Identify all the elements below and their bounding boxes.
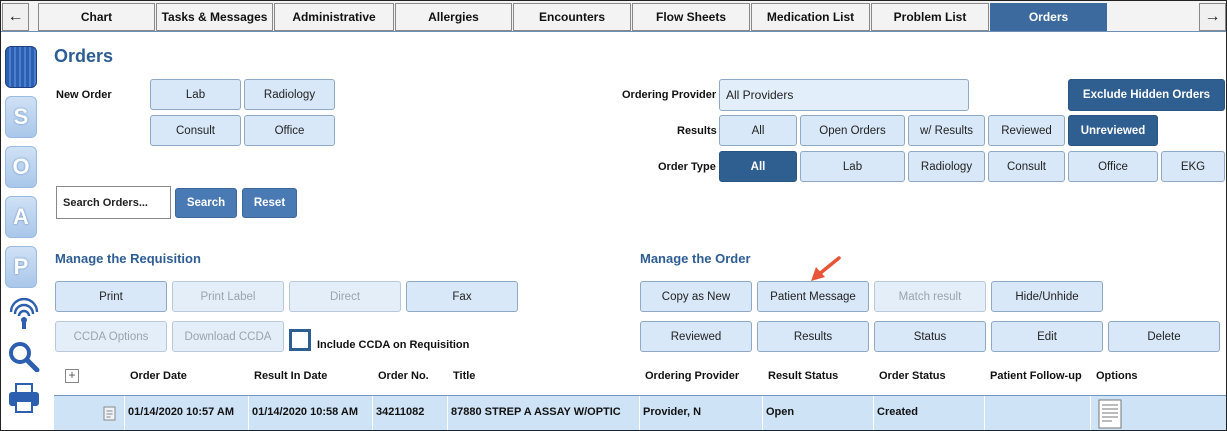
order-type-lab-button[interactable]: Lab xyxy=(800,151,905,182)
tab-tasks-messages[interactable]: Tasks & Messages xyxy=(156,3,273,31)
results-button[interactable]: Results xyxy=(757,321,869,352)
ordering-provider-select[interactable]: All Providers xyxy=(719,79,969,111)
results-filter-label: Results xyxy=(677,125,717,137)
new-order-radiology-button[interactable]: Radiology xyxy=(244,79,335,110)
title-cell: 87880 STREP A ASSAY W/OPTIC xyxy=(451,406,621,418)
column-header-title[interactable]: Title xyxy=(453,370,476,382)
hide-unhide-button[interactable]: Hide/Unhide xyxy=(991,281,1103,312)
soap-a-button[interactable]: A xyxy=(5,196,37,238)
tab-medication-list[interactable]: Medication List xyxy=(751,3,870,31)
copy-as-new-button[interactable]: Copy as New xyxy=(640,281,752,312)
column-header-result-status[interactable]: Result Status xyxy=(768,370,839,382)
stethoscope-icon[interactable] xyxy=(7,298,41,330)
page-title: Orders xyxy=(54,46,114,66)
order-type-filter-label: Order Type xyxy=(658,161,716,173)
status-button[interactable]: Status xyxy=(874,321,986,352)
new-order-label: New Order xyxy=(56,89,112,101)
new-order-office-button[interactable]: Office xyxy=(244,115,335,146)
order-type-radiology-button[interactable]: Radiology xyxy=(908,151,985,182)
order-type-office-button[interactable]: Office xyxy=(1068,151,1158,182)
delete-button[interactable]: Delete xyxy=(1108,321,1220,352)
expand-all-toggle[interactable]: + xyxy=(65,369,79,383)
manage-order-title: Manage the Order xyxy=(640,251,751,266)
ordering-provider-cell: Provider, N xyxy=(643,406,702,418)
results-unreviewed-button[interactable]: Unreviewed xyxy=(1068,115,1158,146)
fax-button[interactable]: Fax xyxy=(406,281,518,312)
order-type-all-button[interactable]: All xyxy=(719,151,797,182)
column-header-order-status[interactable]: Order Status xyxy=(879,370,946,382)
reset-button[interactable]: Reset xyxy=(242,188,297,218)
tab-prev-arrow[interactable]: ← xyxy=(2,3,29,31)
column-header-ordering-provider[interactable]: Ordering Provider xyxy=(645,370,740,382)
table-row[interactable] xyxy=(54,395,1226,430)
tab-problem-list[interactable]: Problem List xyxy=(871,3,989,31)
result-status-cell: Open xyxy=(766,406,795,418)
ordering-provider-label: Ordering Provider xyxy=(622,89,717,101)
options-form-icon[interactable] xyxy=(1098,399,1122,429)
column-header-order-date[interactable]: Order Date xyxy=(130,370,187,382)
column-header-order-no[interactable]: Order No. xyxy=(378,370,429,382)
order-type-ekg-button[interactable]: EKG xyxy=(1161,151,1225,182)
tab-bar: ← Chart Tasks & Messages Administrative … xyxy=(1,1,1226,32)
order-document-icon[interactable] xyxy=(103,406,116,421)
tab-next-arrow[interactable]: → xyxy=(1199,3,1226,31)
search-orders-input[interactable]: Search Orders... xyxy=(56,186,171,219)
new-order-consult-button[interactable]: Consult xyxy=(150,115,241,146)
reviewed-button[interactable]: Reviewed xyxy=(640,321,752,352)
new-order-lab-button[interactable]: Lab xyxy=(150,79,241,110)
order-type-consult-button[interactable]: Consult xyxy=(988,151,1065,182)
soap-rail: S O A P xyxy=(1,32,46,430)
column-header-patient-follow-up[interactable]: Patient Follow-up xyxy=(990,370,1082,382)
tab-chart[interactable]: Chart xyxy=(38,3,155,31)
exclude-hidden-orders-button[interactable]: Exclude Hidden Orders xyxy=(1068,79,1225,111)
soap-p-button[interactable]: P xyxy=(5,246,37,288)
tab-flow-sheets[interactable]: Flow Sheets xyxy=(632,3,750,31)
order-no-cell: 34211082 xyxy=(376,406,425,418)
include-ccda-checkbox[interactable] xyxy=(289,329,311,351)
search-button[interactable]: Search xyxy=(175,188,237,218)
edit-button[interactable]: Edit xyxy=(991,321,1103,352)
print-requisition-button[interactable]: Print xyxy=(55,281,167,312)
result-in-date-cell: 01/14/2020 10:58 AM xyxy=(252,406,358,418)
chart-notes-icon[interactable] xyxy=(5,46,37,88)
results-open-orders-button[interactable]: Open Orders xyxy=(800,115,905,146)
order-date-cell: 01/14/2020 10:57 AM xyxy=(128,406,234,418)
direct-button[interactable]: Direct xyxy=(289,281,401,312)
order-status-cell: Created xyxy=(877,406,918,418)
soap-o-button[interactable]: O xyxy=(5,146,37,188)
column-header-result-in-date[interactable]: Result In Date xyxy=(254,370,328,382)
results-all-button[interactable]: All xyxy=(719,115,797,146)
tab-encounters[interactable]: Encounters xyxy=(513,3,631,31)
include-ccda-label: Include CCDA on Requisition xyxy=(317,339,470,351)
results-with-results-button[interactable]: w/ Results xyxy=(908,115,985,146)
column-header-options[interactable]: Options xyxy=(1096,370,1138,382)
download-ccda-button[interactable]: Download CCDA xyxy=(172,321,284,352)
printer-icon[interactable] xyxy=(7,382,41,414)
soap-s-button[interactable]: S xyxy=(5,96,37,138)
search-icon[interactable] xyxy=(7,340,41,372)
tab-administrative[interactable]: Administrative xyxy=(274,3,394,31)
ccda-options-button[interactable]: CCDA Options xyxy=(55,321,167,352)
tab-allergies[interactable]: Allergies xyxy=(395,3,512,31)
manage-requisition-title: Manage the Requisition xyxy=(55,251,201,266)
patient-message-button[interactable]: Patient Message xyxy=(757,281,869,312)
annotation-arrow-icon xyxy=(811,256,841,281)
match-result-button[interactable]: Match result xyxy=(874,281,986,312)
tab-orders[interactable]: Orders xyxy=(990,3,1107,31)
print-label-button[interactable]: Print Label xyxy=(172,281,284,312)
results-reviewed-button[interactable]: Reviewed xyxy=(988,115,1065,146)
